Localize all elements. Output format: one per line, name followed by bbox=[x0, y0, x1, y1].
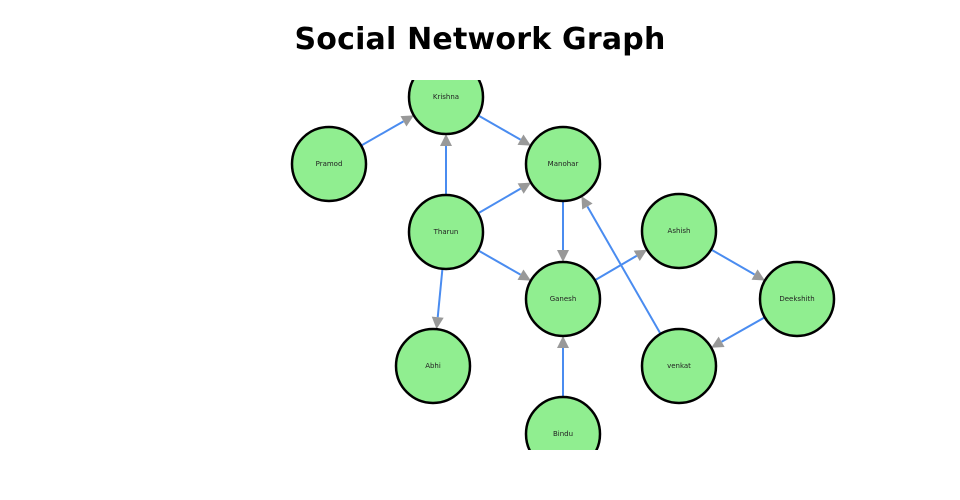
edge-line bbox=[477, 187, 522, 215]
arrowhead-icon bbox=[431, 316, 444, 330]
arrowhead-icon bbox=[751, 269, 765, 281]
node-label: Deekshith bbox=[779, 295, 814, 303]
arrowhead-icon bbox=[557, 336, 569, 348]
arrowhead-icon bbox=[400, 115, 414, 127]
edge-bindu-to-ganesh bbox=[557, 336, 569, 397]
node-circle[interactable] bbox=[524, 260, 602, 338]
node-label: Abhi bbox=[425, 362, 441, 370]
node-circle[interactable] bbox=[640, 327, 718, 405]
edge-line bbox=[586, 205, 662, 335]
arrowhead-icon bbox=[517, 269, 531, 281]
node-label: Tharun bbox=[433, 228, 459, 236]
edge-line bbox=[477, 114, 521, 141]
edge-deekshith-to-venkat bbox=[711, 316, 766, 348]
node-label: Bindu bbox=[553, 430, 573, 438]
node-ganesh[interactable]: Ganesh bbox=[524, 260, 602, 338]
edge-line bbox=[710, 248, 756, 276]
node-circle[interactable] bbox=[524, 125, 602, 203]
node-deekshith[interactable]: Deekshith bbox=[758, 260, 836, 338]
node-circle[interactable] bbox=[407, 60, 485, 136]
node-circle[interactable] bbox=[407, 193, 485, 271]
edge-tharun-to-krishna bbox=[440, 134, 452, 195]
edge-line bbox=[360, 120, 404, 147]
edge-line bbox=[594, 254, 638, 282]
node-circle[interactable] bbox=[524, 395, 602, 471]
node-label: Pramod bbox=[316, 160, 343, 168]
node-label: Manohar bbox=[548, 160, 579, 168]
arrowhead-icon bbox=[517, 134, 531, 146]
edge-ganesh-to-ashish bbox=[594, 249, 648, 282]
node-circle[interactable] bbox=[290, 125, 368, 203]
edge-krishna-to-manohar bbox=[477, 114, 531, 146]
edge-pramod-to-krishna bbox=[360, 115, 414, 147]
graph-title: Social Network Graph bbox=[294, 22, 666, 57]
arrowhead-icon bbox=[517, 182, 532, 194]
arrowhead-icon bbox=[711, 336, 725, 348]
node-pramod[interactable]: Pramod bbox=[290, 125, 368, 203]
node-bindu[interactable]: Bindu bbox=[524, 395, 602, 471]
node-venkat[interactable]: venkat bbox=[640, 327, 718, 405]
edge-tharun-to-abhi bbox=[431, 268, 444, 330]
node-abhi[interactable]: Abhi bbox=[394, 327, 472, 405]
node-label: Ashish bbox=[668, 227, 691, 235]
edge-manohar-to-ganesh bbox=[557, 201, 569, 262]
node-circle[interactable] bbox=[640, 192, 718, 270]
edge-ashish-to-deekshith bbox=[710, 248, 765, 281]
node-label: Krishna bbox=[433, 93, 459, 101]
arrowhead-icon bbox=[633, 249, 648, 261]
arrowhead-icon bbox=[440, 134, 452, 146]
arrowhead-icon bbox=[557, 250, 569, 262]
edge-line bbox=[477, 249, 521, 276]
edge-line bbox=[721, 316, 766, 343]
edge-tharun-to-manohar bbox=[477, 182, 532, 215]
edges-layer bbox=[360, 114, 766, 397]
node-manohar[interactable]: Manohar bbox=[524, 125, 602, 203]
node-tharun[interactable]: Tharun bbox=[407, 193, 485, 271]
node-ashish[interactable]: Ashish bbox=[640, 192, 718, 270]
arrowhead-icon bbox=[581, 196, 593, 210]
node-label: venkat bbox=[667, 362, 691, 370]
node-label: Ganesh bbox=[550, 295, 577, 303]
edge-tharun-to-ganesh bbox=[477, 249, 531, 281]
edge-line bbox=[436, 268, 444, 318]
edge-venkat-to-manohar bbox=[581, 196, 662, 335]
node-circle[interactable] bbox=[394, 327, 472, 405]
node-circle[interactable] bbox=[758, 260, 836, 338]
node-krishna[interactable]: Krishna bbox=[407, 60, 485, 136]
